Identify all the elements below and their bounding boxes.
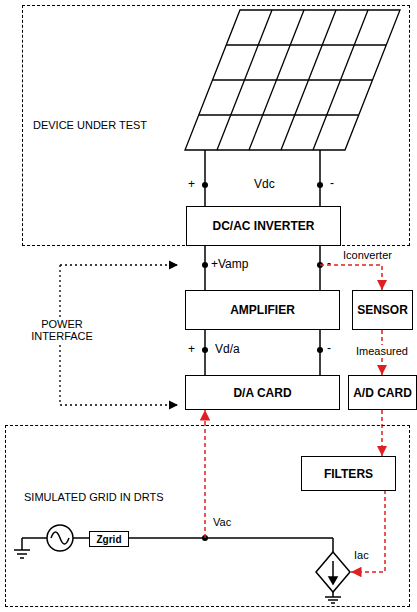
node-label: FILTERS <box>324 467 373 481</box>
polarity-sign: + <box>188 342 195 356</box>
polarity-sign: - <box>330 176 334 190</box>
simulation-boundary: SIMULATED GRID IN DRTS Zgrid FILTERS <box>5 425 410 607</box>
node-label: Zgrid <box>97 534 122 545</box>
node-label: DC/AC INVERTER <box>212 219 314 233</box>
connector <box>204 410 206 425</box>
node-label: SIMULATED GRID IN DRTS <box>24 491 164 503</box>
voltage-label: Vdc <box>254 177 275 191</box>
sensor-box: SENSOR <box>352 290 413 330</box>
connector <box>381 410 383 456</box>
node-label: A/D CARD <box>353 386 412 400</box>
impedance-box: Zgrid <box>89 531 129 547</box>
node-label: D/A CARD <box>233 386 291 400</box>
dependent-current-source <box>316 552 350 592</box>
current-label: Iac <box>354 549 369 561</box>
solar-panel <box>185 10 400 150</box>
edge-label: Vac <box>211 516 233 528</box>
connector <box>204 330 206 375</box>
polarity-sign: - <box>327 341 331 355</box>
filter-box: FILTERS <box>301 456 396 491</box>
connector <box>204 246 206 290</box>
node-label: AMPLIFIER <box>230 303 295 317</box>
inverter-box: DC/AC INVERTER <box>186 206 341 246</box>
polarity-sign: - <box>327 256 331 270</box>
amplifier-box: AMPLIFIER <box>185 290 340 330</box>
edge-label: Imeasured <box>354 345 410 357</box>
dac-box: D/A CARD <box>185 375 340 410</box>
adc-box: A/D CARD <box>348 375 417 410</box>
node-label: SENSOR <box>357 303 408 317</box>
polarity-sign: + <box>188 177 195 191</box>
current-label: Iconverter <box>343 249 392 261</box>
voltage-label: Vd/a <box>215 342 240 356</box>
wires <box>14 150 341 603</box>
voltage-label: +Vamp <box>211 257 248 271</box>
device-boundary: DEVICE UNDER TEST DC/AC INVERTER <box>22 5 410 246</box>
voltage-source <box>47 525 73 551</box>
node-label: DEVICE UNDER TEST <box>33 119 147 131</box>
interface-label: POWER INTERFACE <box>20 318 104 342</box>
